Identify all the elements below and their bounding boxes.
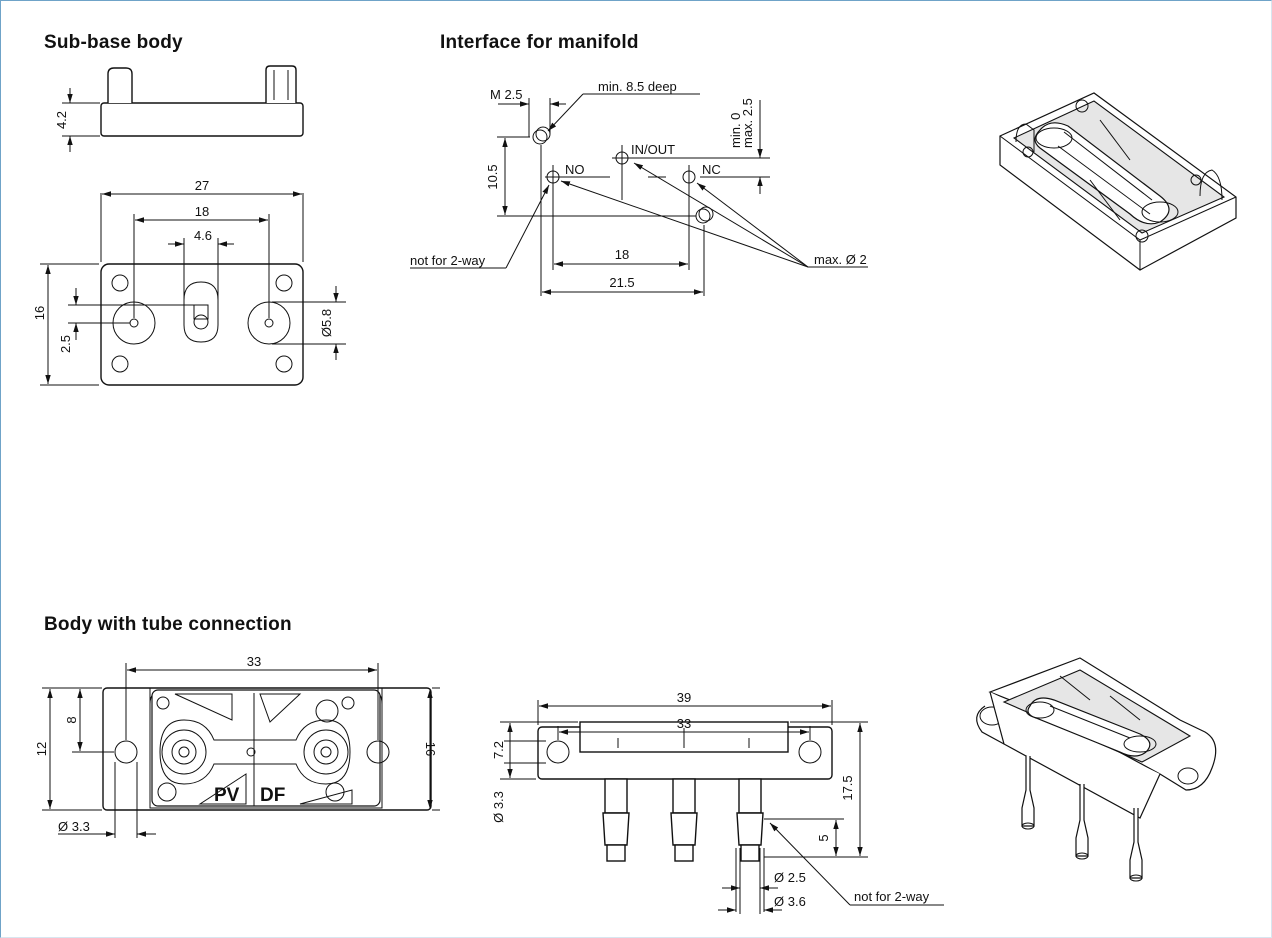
tube-side-dim-3-6: Ø 3.6 [774,894,806,909]
interface-thread-depth: min. 8.5 deep [598,79,677,94]
interface-note-max-dia: max. Ø 2 [814,252,867,267]
interface-dim-max: max. 2.5 [740,98,755,148]
tube-side-dim-39: 39 [677,690,691,705]
interface-dim-vertical: 10.5 [485,164,500,189]
tube-top-dim-12: 12 [34,742,49,756]
tube-side-dim-33: 33 [677,716,691,731]
tube-label-pv: PV [214,785,240,806]
interface-port-nc: NC [702,162,721,177]
interface-thread: M 2.5 [490,87,523,102]
tube-top-dim-8: 8 [64,716,79,723]
subbase-top-view [40,191,346,386]
subbase-side-view [62,65,304,152]
tube-side-view [500,700,944,914]
tube-side-note-2way: not for 2-way [854,889,930,904]
subbase-dim-depth: 16 [32,306,47,320]
tube-top-hole-dia: Ø 3.3 [58,819,90,834]
tube-top-dim-33: 33 [247,654,261,669]
interface-port-no: NO [565,162,585,177]
tube-side-dim-17-5: 17.5 [840,775,855,800]
interface-dim-inner: 18 [615,247,629,262]
subbase-dim-width: 27 [195,178,209,193]
interface-note-2way: not for 2-way [410,253,486,268]
tube-isometric-view [976,657,1217,882]
interface-dim-min: min. 0 [728,113,743,148]
subbase-dim-height: 4.2 [54,111,69,129]
subbase-dim-port-spacing: 18 [195,204,209,219]
subbase-isometric-view [999,92,1237,271]
tube-side-dim-7-2: 7.2 [491,741,506,759]
tube-section-title: Body with tube connection [44,614,292,635]
tube-side-dim-2-5: Ø 2.5 [774,870,806,885]
interface-port-in: IN/OUT [631,142,675,157]
interface-section-title: Interface for manifold [440,32,639,53]
tube-top-view [42,663,440,838]
interface-dim-outer: 21.5 [609,275,634,290]
tube-top-dim-16: 16 [423,742,438,756]
tube-label-df: DF [260,785,285,806]
subbase-dim-offset: 2.5 [58,335,73,353]
subbase-dim-port-dia: Ø5.8 [319,309,334,337]
tube-side-dim-3-3: Ø 3.3 [491,791,506,823]
tube-side-dim-5: 5 [816,834,831,841]
subbase-section-title: Sub-base body [44,32,183,53]
interface-drawing [410,93,868,296]
subbase-dim-slot: 4.6 [194,228,212,243]
